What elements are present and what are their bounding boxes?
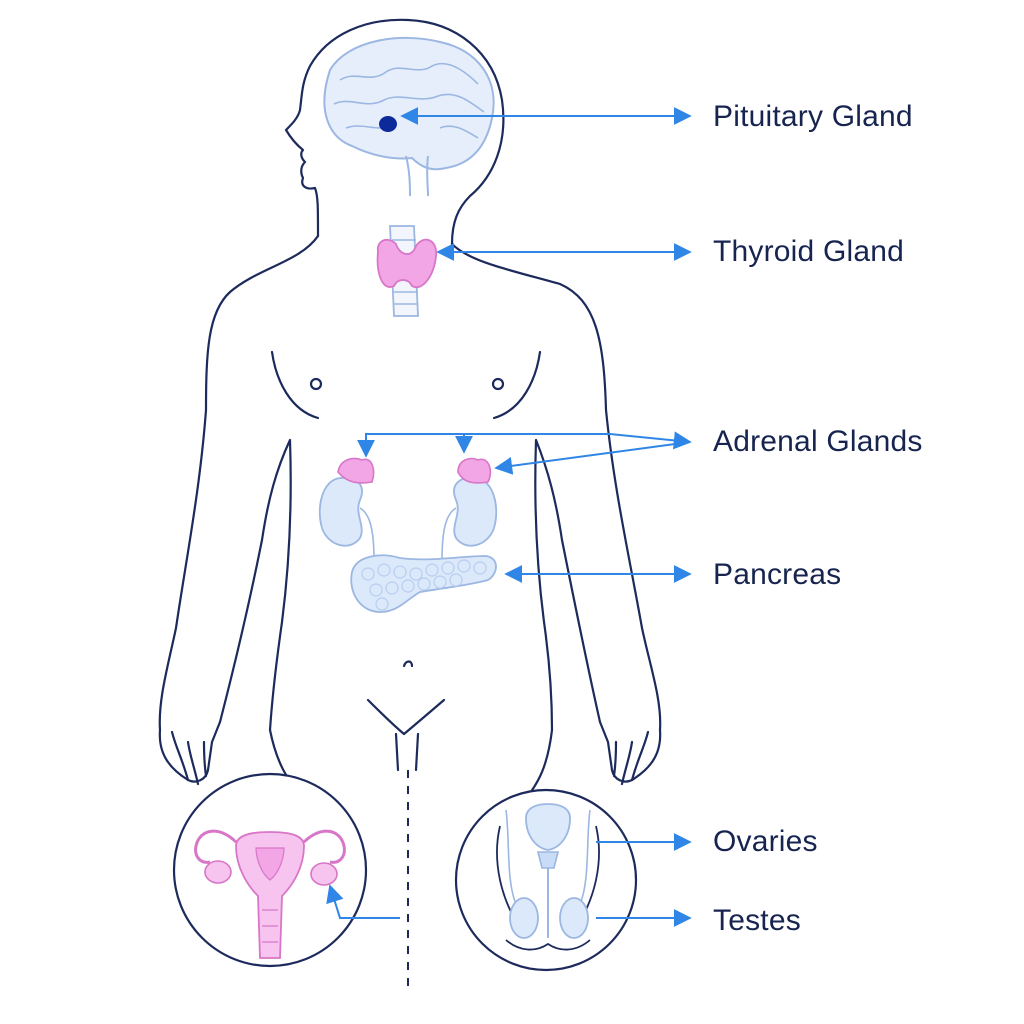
left-testis — [509, 897, 539, 939]
label-adrenal-glands: Adrenal Glands — [713, 425, 923, 458]
right-nipple — [491, 377, 505, 391]
label-pituitary-gland: Pituitary Gland — [713, 100, 913, 133]
pancreas-mark — [350, 554, 497, 613]
groin — [366, 698, 446, 772]
male-reproductive-inset — [454, 788, 638, 972]
leader-arrows — [326, 107, 692, 927]
navel — [402, 660, 414, 668]
female-reproductive-inset — [172, 772, 368, 968]
label-testes: Testes — [713, 904, 801, 937]
thyroid-group — [376, 225, 437, 317]
right-arm-inner — [534, 438, 602, 732]
label-thyroid-gland: Thyroid Gland — [713, 235, 905, 268]
uterus — [235, 831, 305, 959]
left-hand — [170, 730, 208, 786]
arrow-ovaries — [326, 884, 400, 919]
left-arm-inner — [218, 438, 292, 732]
right-hand — [612, 730, 650, 786]
label-ovaries: Ovaries — [713, 825, 818, 858]
right-adrenal-mark — [457, 457, 492, 484]
chest-lines — [270, 350, 542, 420]
torso-outline — [158, 234, 320, 783]
left-adrenal-mark — [337, 457, 375, 484]
thyroid-gland-mark — [376, 238, 437, 289]
left-nipple — [309, 377, 323, 391]
left-ovary — [204, 860, 232, 884]
fallopian-tubes — [194, 829, 346, 864]
kidneys — [318, 457, 498, 561]
brain — [323, 36, 495, 197]
pituitary-gland-mark — [379, 116, 397, 132]
bladder — [525, 803, 571, 851]
label-pancreas: Pancreas — [713, 558, 842, 591]
arrow-adrenal-right — [494, 441, 691, 475]
right-ovary — [310, 862, 338, 886]
right-testis — [559, 897, 589, 939]
arrow-adrenal-left — [357, 431, 692, 458]
